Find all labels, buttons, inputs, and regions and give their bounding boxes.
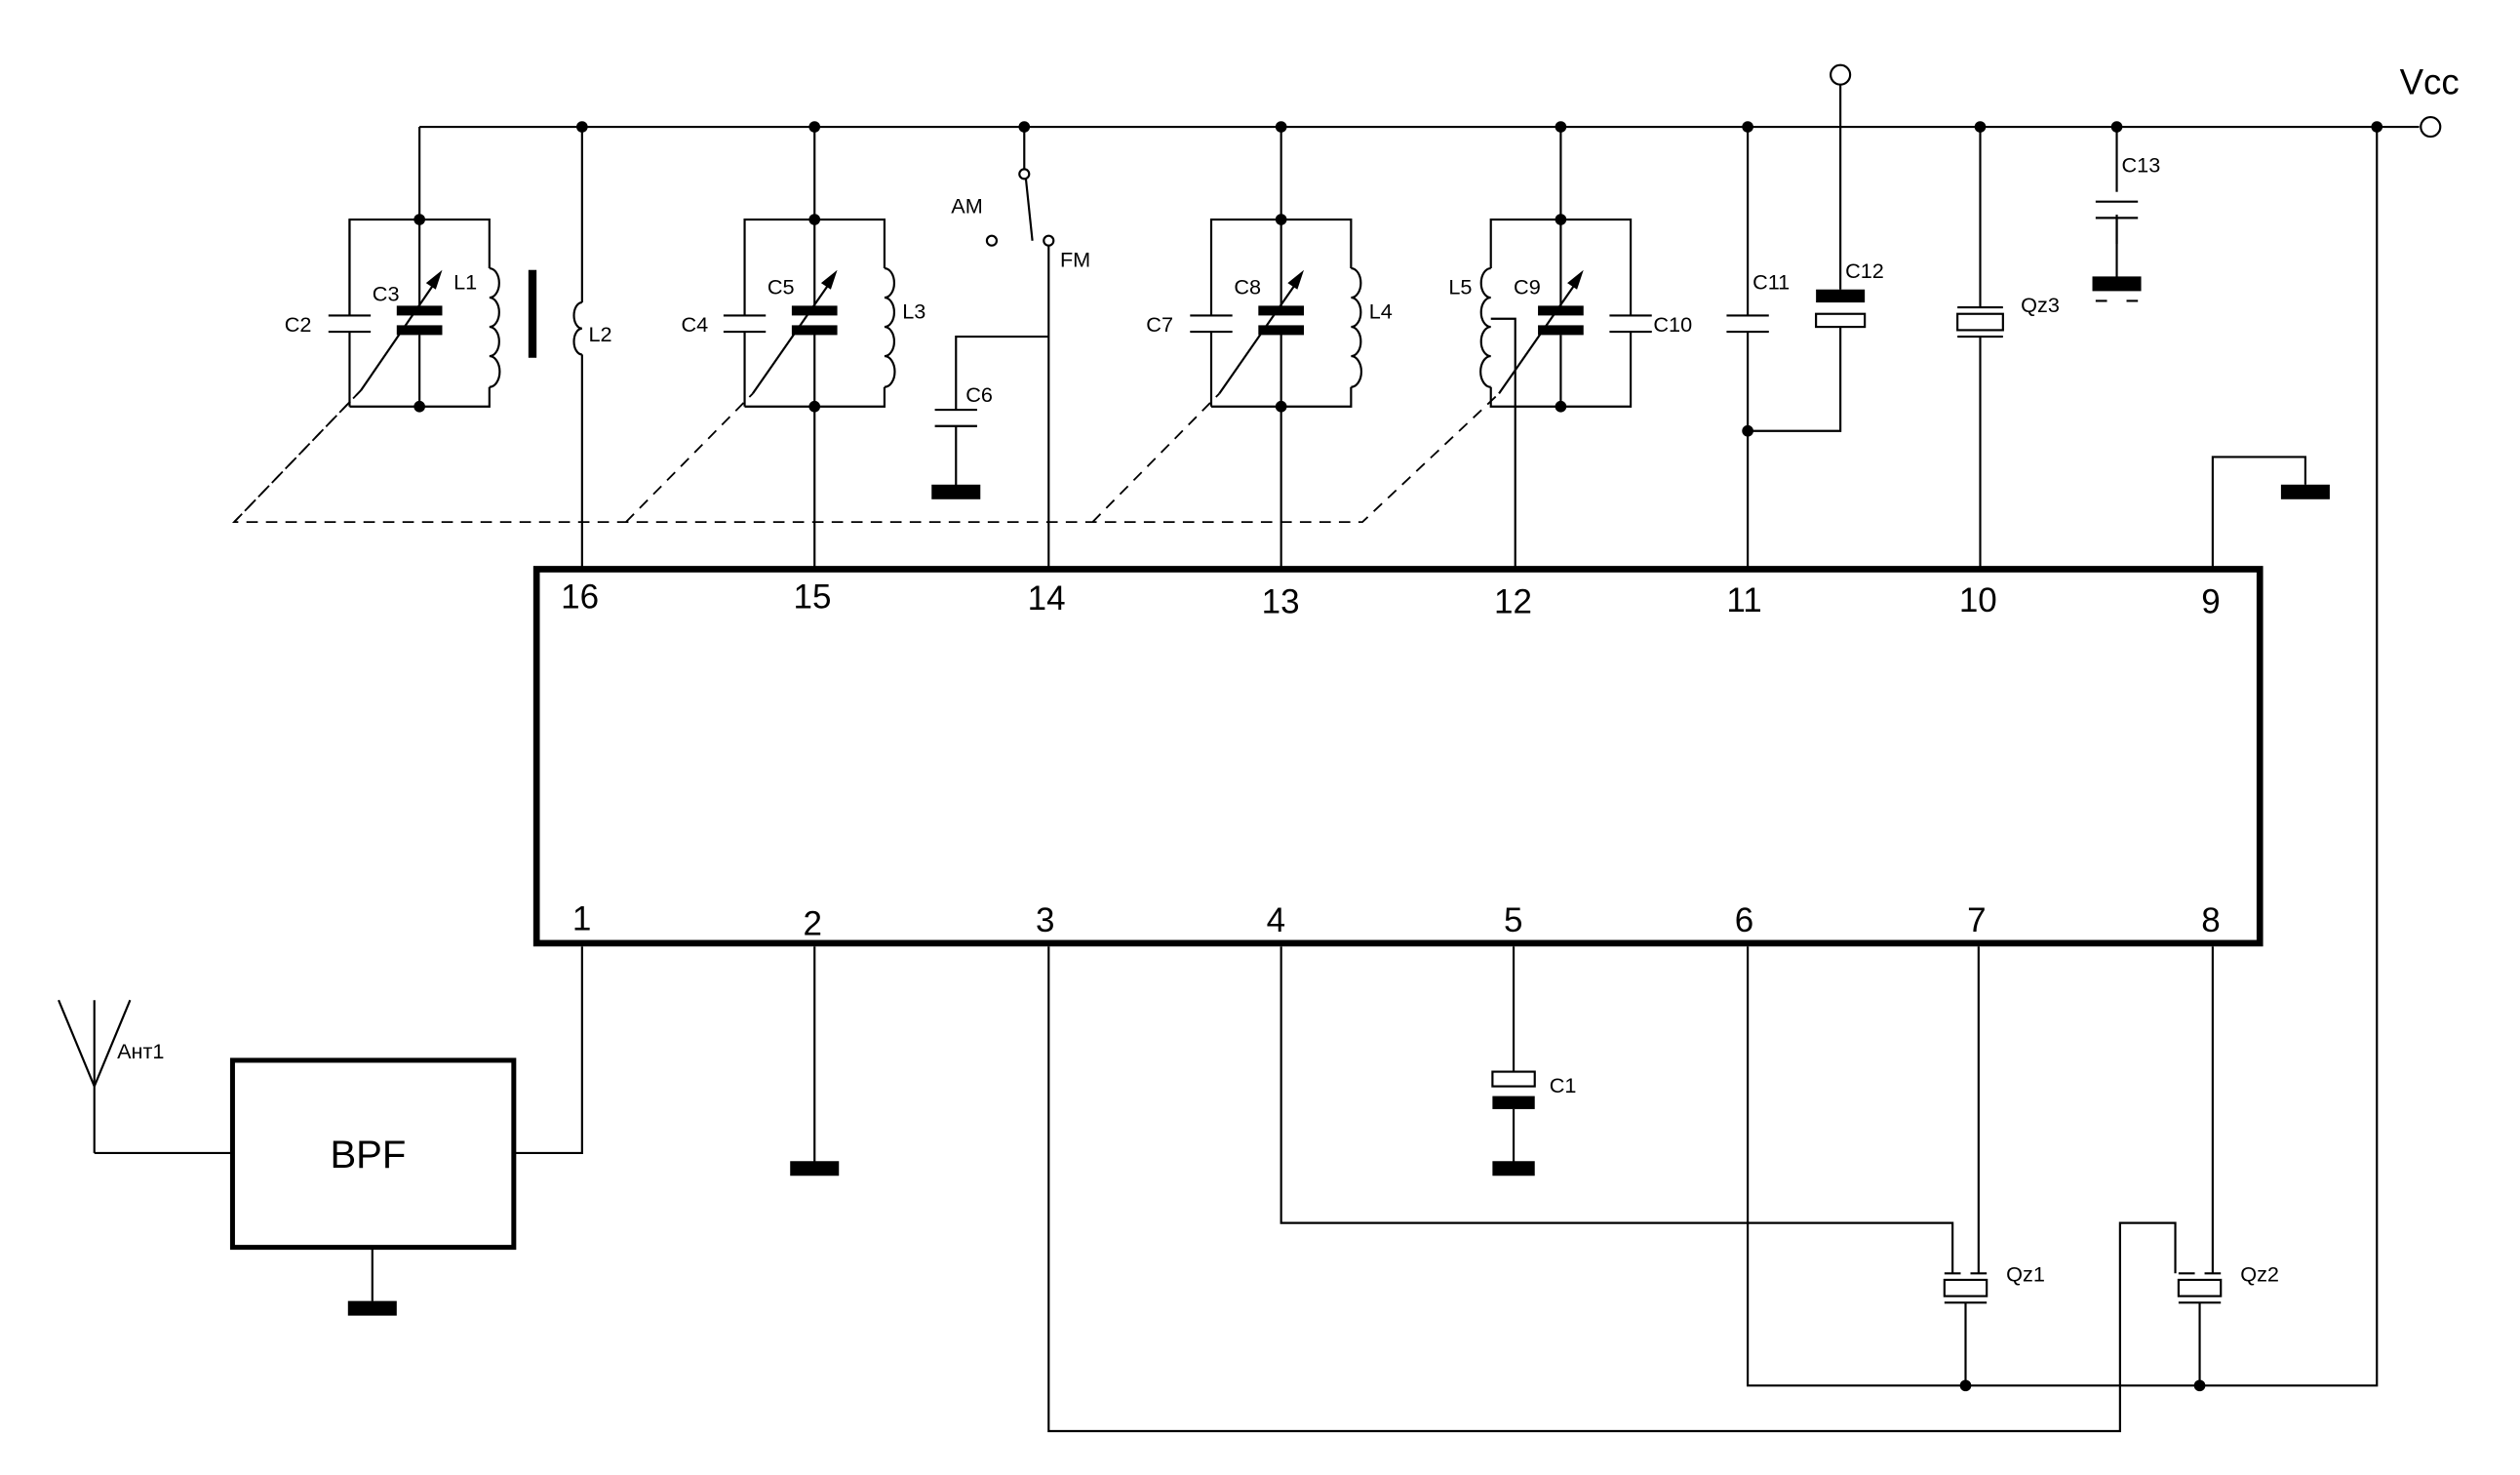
bpf-to-pin1-wire xyxy=(513,946,583,1155)
pin-16: 16 xyxy=(561,578,599,616)
ground-icon xyxy=(2092,276,2142,292)
vcc-return-wire xyxy=(2199,127,2379,1387)
band-switch[interactable] xyxy=(985,127,1055,573)
gang-tuning-linkage-path xyxy=(231,389,1500,524)
inductor-l2 xyxy=(572,127,583,573)
label-l5: L5 xyxy=(1448,275,1472,299)
ground-icon xyxy=(931,484,981,499)
label-qz3: Qz3 xyxy=(2021,293,2060,317)
pin-14: 14 xyxy=(1028,579,1066,618)
label-l4: L4 xyxy=(1369,299,1393,324)
ic-bottom-pins: 1 2 3 4 5 6 7 8 xyxy=(572,900,2221,943)
pin9-ground xyxy=(2211,456,2330,573)
tank-circuit-3 xyxy=(1190,127,1362,573)
pin-13: 13 xyxy=(1262,582,1300,620)
pin-8: 8 xyxy=(2201,901,2220,939)
gang-tuning-linkage xyxy=(233,389,362,523)
pin-4: 4 xyxy=(1267,901,1285,939)
output-terminal xyxy=(1830,63,1852,86)
label-c5: C5 xyxy=(768,275,795,299)
label-c10: C10 xyxy=(1653,312,1692,337)
pin3-wire xyxy=(1047,946,2177,1433)
capacitor-c12 xyxy=(1748,63,1867,432)
label-antenna: Ант1 xyxy=(117,1039,164,1063)
crystal-qz3 xyxy=(1956,127,2004,573)
label-c9: C9 xyxy=(1514,275,1541,299)
rail-junctions xyxy=(576,121,2383,133)
tank-circuit-2 xyxy=(723,127,896,573)
capacitor-c6 xyxy=(931,335,1049,499)
label-fm: FM xyxy=(1060,247,1090,271)
tank-circuit-4 xyxy=(1479,127,1652,573)
label-c2: C2 xyxy=(285,312,312,337)
label-c12: C12 xyxy=(1845,259,1884,283)
tank-circuit-1 xyxy=(328,127,537,413)
label-qz2: Qz2 xyxy=(2240,1262,2279,1287)
ground-icon xyxy=(790,1161,840,1176)
label-c11: C11 xyxy=(1752,270,1790,295)
ic-body xyxy=(532,566,2264,947)
label-c8: C8 xyxy=(1234,275,1261,299)
label-am: AM xyxy=(951,193,982,218)
crystal-qz2 xyxy=(2177,946,2223,1392)
capacitor-c11 xyxy=(1726,127,1769,573)
bpf-block xyxy=(229,1057,517,1251)
pin-11: 11 xyxy=(1726,581,1761,619)
pin-15: 15 xyxy=(794,578,832,616)
pin-12: 12 xyxy=(1494,582,1532,620)
label-c1: C1 xyxy=(1550,1073,1577,1097)
label-c4: C4 xyxy=(682,312,709,337)
vcc-terminal[interactable] xyxy=(2420,115,2442,139)
pin-7: 7 xyxy=(1967,901,1986,939)
crystal-qz1 xyxy=(1943,946,1988,1392)
ic-top-pins: 16 15 14 13 12 11 10 9 xyxy=(561,578,2221,620)
pin6-wire xyxy=(1747,946,2200,1387)
pin4-wire xyxy=(1280,946,1954,1274)
label-qz1: Qz1 xyxy=(2006,1262,2045,1287)
label-l2: L2 xyxy=(589,322,612,346)
antenna-icon xyxy=(58,999,233,1155)
pin-1: 1 xyxy=(572,900,591,938)
pin-6: 6 xyxy=(1735,901,1753,939)
pin-9: 9 xyxy=(2201,582,2220,620)
capacitor-c1 xyxy=(1491,946,1536,1176)
bpf-label: BPF xyxy=(330,1134,406,1176)
label-l3: L3 xyxy=(902,299,925,324)
capacitor-c13-body xyxy=(2092,191,2142,309)
label-c13: C13 xyxy=(2122,153,2161,178)
pin-10: 10 xyxy=(1959,581,1997,619)
label-c3: C3 xyxy=(373,281,400,305)
ground-icon xyxy=(2280,484,2330,499)
vcc-label: Vcc xyxy=(2400,62,2460,102)
ground-icon xyxy=(1492,1161,1535,1176)
label-c7: C7 xyxy=(1146,312,1173,337)
ground-icon xyxy=(347,1300,397,1316)
pin-5: 5 xyxy=(1504,901,1522,939)
pin-2: 2 xyxy=(804,905,822,943)
label-c6: C6 xyxy=(965,382,993,407)
label-l1: L1 xyxy=(453,270,477,295)
pin-3: 3 xyxy=(1036,901,1054,939)
